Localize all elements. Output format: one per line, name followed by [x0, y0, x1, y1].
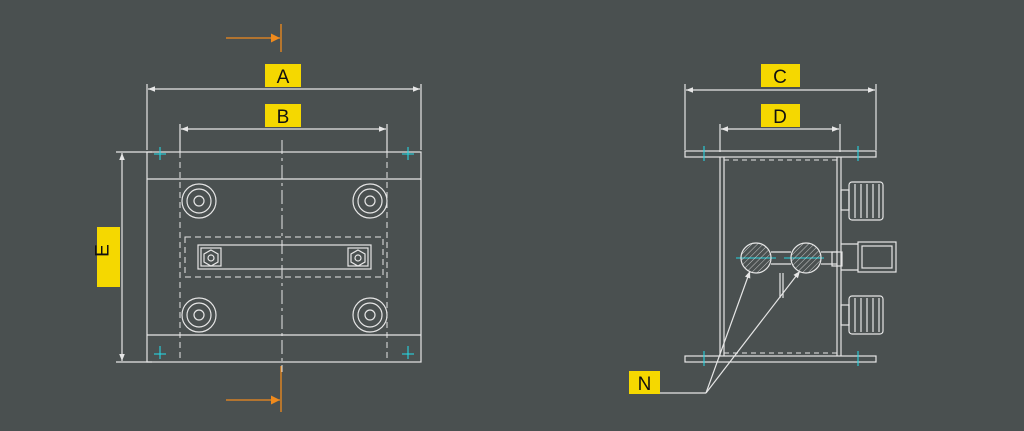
svg-text:B: B [277, 107, 290, 128]
label-a: A [265, 64, 301, 88]
svg-text:C: C [773, 67, 787, 88]
roller [352, 297, 388, 333]
label-d: D [761, 104, 800, 128]
label-b: B [265, 104, 301, 128]
connector-block [831, 241, 897, 273]
dimension-e [116, 151, 152, 363]
leader-lines [660, 270, 801, 394]
knob-upper [840, 181, 884, 221]
section-arrow-bottom [226, 366, 282, 412]
dimension-a [146, 84, 422, 150]
svg-text:D: D [773, 107, 787, 128]
centerline-marks [154, 147, 414, 359]
roller [181, 297, 217, 333]
shaft-left [740, 242, 772, 274]
label-c: C [761, 64, 800, 88]
label-e: E [93, 227, 120, 287]
svg-text:E: E [93, 244, 114, 257]
svg-text:N: N [638, 374, 652, 395]
bottom-flange [684, 355, 877, 363]
roller [352, 183, 388, 219]
top-flange [684, 150, 877, 158]
top-view [116, 24, 422, 412]
shaft-right [790, 242, 822, 274]
clamp-bar [197, 244, 372, 270]
dimension-c [684, 84, 877, 150]
side-view [660, 84, 897, 394]
svg-text:A: A [277, 67, 290, 88]
roller [181, 183, 217, 219]
base-plate [146, 151, 422, 363]
knob-lower [840, 295, 884, 335]
dimension-b [179, 124, 388, 152]
section-arrow-top [226, 24, 282, 52]
label-n: N [629, 371, 660, 395]
dimension-d [719, 124, 841, 152]
